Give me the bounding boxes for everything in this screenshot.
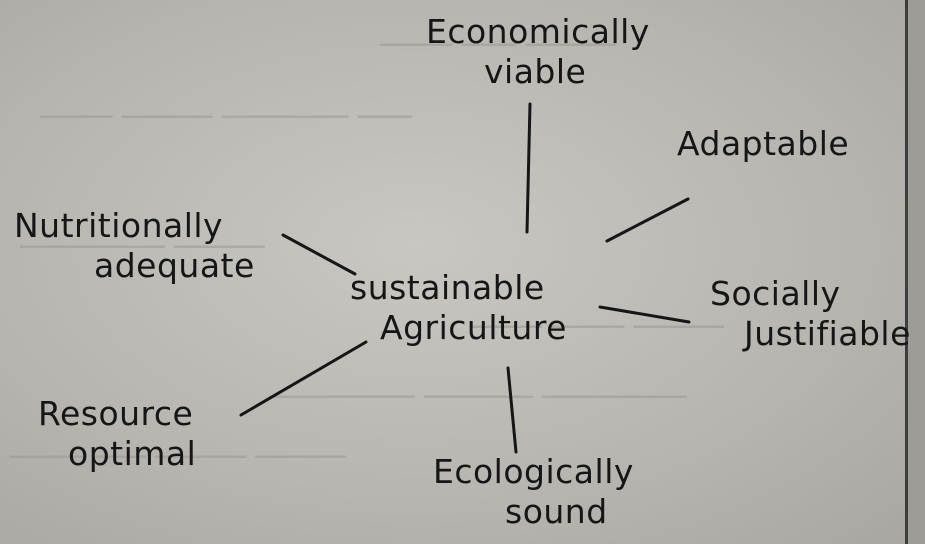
node-ecological: Ecologically sound [433, 452, 634, 532]
node-economic: Economically viable [426, 12, 650, 92]
center-node-line-1: sustainable [350, 268, 545, 307]
connector-nutrition [281, 233, 357, 276]
bleed-through-text: ──── ───── ─────── ─── [40, 100, 412, 135]
node-economic-line-1: Economically [426, 12, 650, 51]
center-node: sustainable Agriculture [350, 268, 567, 348]
connector-social [598, 305, 691, 324]
center-node-line-2: Agriculture [380, 308, 567, 347]
node-resource-line-2: optimal [68, 434, 197, 473]
node-social: Socially Justifiable [710, 274, 911, 354]
connector-adaptable [605, 197, 690, 243]
node-nutrition-line-1: Nutritionally [14, 206, 224, 245]
connector-economic [525, 102, 532, 234]
node-adaptable: Adaptable [677, 124, 849, 164]
bleed-through-text: ──── ─── ───── [380, 28, 616, 63]
bleed-through-text: ──────── ────── ──────── [270, 380, 687, 415]
node-social-line-1: Socially [710, 274, 841, 313]
node-nutrition-line-2: adequate [94, 246, 255, 285]
node-economic-line-2: viable [484, 52, 587, 91]
page-margin [908, 0, 925, 544]
bleed-through-text: ──────── ───── [20, 230, 265, 265]
node-resource: Resource optimal [38, 394, 196, 474]
node-ecological-line-1: Ecologically [433, 452, 634, 491]
page-edge-line [905, 0, 908, 544]
node-ecological-line-2: sound [505, 492, 608, 531]
node-social-line-2: Justifiable [744, 314, 911, 353]
connector-resource [239, 340, 368, 417]
node-adaptable-line-1: Adaptable [677, 124, 850, 163]
node-nutrition: Nutritionally adequate [14, 206, 255, 286]
bleed-through-text: ──── ─── ───── ───── [10, 440, 346, 475]
node-resource-line-1: Resource [38, 394, 194, 433]
bleed-through-text: ──── ──── ───── [470, 310, 724, 345]
connector-ecological [506, 366, 518, 454]
